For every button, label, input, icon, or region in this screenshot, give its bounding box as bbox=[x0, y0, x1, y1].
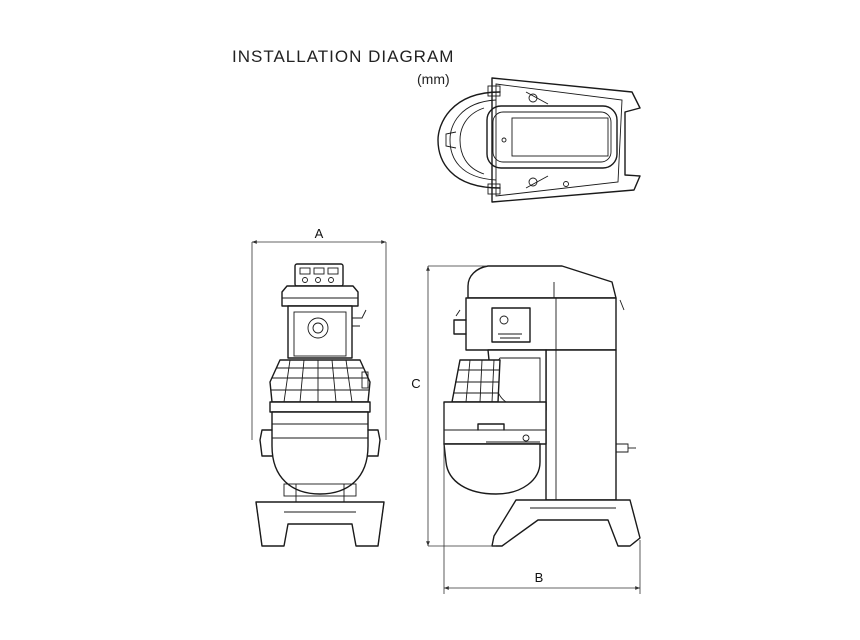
top-view bbox=[437, 77, 641, 203]
dimension-c: C bbox=[411, 265, 496, 547]
unit-label: (mm) bbox=[417, 71, 450, 87]
dimension-c-label: C bbox=[411, 376, 420, 391]
diagram-title: INSTALLATION DIAGRAM bbox=[232, 47, 454, 66]
dimension-b-label: B bbox=[535, 570, 544, 585]
dimension-b: B bbox=[443, 404, 641, 594]
side-view bbox=[443, 265, 641, 547]
dimension-a-label: A bbox=[315, 226, 324, 241]
dimension-a: A bbox=[251, 226, 387, 440]
front-view bbox=[255, 263, 385, 547]
